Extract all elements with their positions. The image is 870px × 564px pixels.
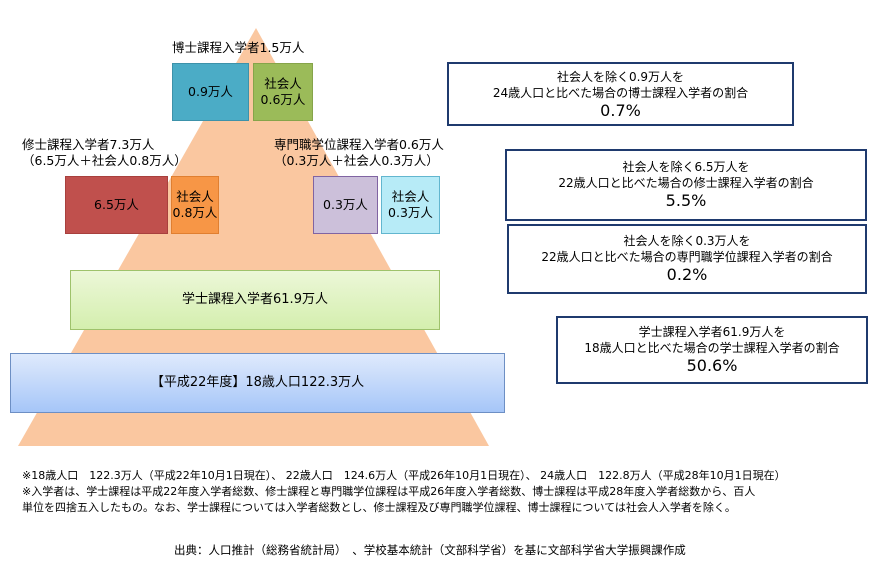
masters-title: 修士課程入学者7.3万人 （6.5万人＋社会人0.8万人） — [22, 137, 187, 169]
ratio-box-doctoral: 社会人を除く0.9万人を 24歳人口と比べた場合の博士課程入学者の割合 0.7% — [447, 62, 794, 126]
doctoral-working-value: 0.6万人 — [260, 92, 306, 107]
bachelor-block: 学士課程入学者61.9万人 — [70, 270, 440, 330]
ratio-percentage: 0.7% — [600, 101, 641, 120]
ratio-box-bachelor: 学士課程入学者61.9万人を 18歳人口と比べた場合の学士課程入学者の割合 50… — [556, 316, 868, 384]
source-credit: 出典：人口推計（総務省統計局） 、学校基本統計（文部科学省）を基に文部科学省大学… — [174, 543, 686, 557]
masters-working-block: 社会人 0.8万人 — [171, 176, 219, 234]
professional-title-line2: （0.3万人＋社会人0.3万人） — [274, 153, 439, 168]
professional-working-value: 0.3万人 — [388, 205, 433, 220]
footnote-line3: 単位を四捨五入したもの。なお、学士課程については入学者総数とし、修士課程及び専門… — [22, 501, 736, 514]
ratio-line1: 社会人を除く0.3万人を — [623, 234, 751, 248]
ratio-line2: 22歳人口と比べた場合の専門職学位課程入学者の割合 — [541, 250, 833, 264]
masters-working-value: 0.8万人 — [172, 205, 218, 220]
professional-main-block: 0.3万人 — [313, 176, 378, 234]
masters-main-value: 6.5万人 — [94, 197, 139, 212]
masters-title-line2: （6.5万人＋社会人0.8万人） — [22, 153, 187, 168]
masters-working-label: 社会人 — [176, 189, 214, 204]
ratio-box-professional: 社会人を除く0.3万人を 22歳人口と比べた場合の専門職学位課程入学者の割合 0… — [507, 224, 867, 294]
doctoral-main-block: 0.9万人 — [172, 63, 249, 121]
population-block: 【平成22年度】18歳人口122.3万人 — [10, 353, 505, 413]
professional-main-value: 0.3万人 — [323, 197, 368, 212]
masters-title-line1: 修士課程入学者7.3万人 — [22, 137, 155, 152]
professional-working-block: 社会人 0.3万人 — [381, 176, 440, 234]
ratio-percentage: 0.2% — [666, 265, 708, 284]
ratio-box-masters: 社会人を除く6.5万人を 22歳人口と比べた場合の修士課程入学者の割合 5.5% — [505, 149, 867, 221]
doctoral-main-value: 0.9万人 — [188, 84, 233, 99]
bachelor-label: 学士課程入学者61.9万人 — [182, 292, 328, 307]
professional-title: 専門職学位課程入学者0.6万人 （0.3万人＋社会人0.3万人） — [274, 137, 444, 169]
ratio-percentage: 5.5% — [665, 191, 707, 210]
ratio-line1: 社会人を除く6.5万人を — [622, 160, 750, 174]
doctoral-title: 博士課程入学者1.5万人 — [172, 40, 305, 55]
footnote-line2: ※入学者は、学士課程は平成22年度入学者総数、修士課程と専門職学位課程は平成26… — [22, 485, 756, 498]
population-label: 【平成22年度】18歳人口122.3万人 — [150, 375, 365, 390]
footnote-line1: ※18歳人口 122.3万人（平成22年10月1日現在）、 22歳人口 124.… — [22, 469, 786, 482]
ratio-line2: 18歳人口と比べた場合の学士課程入学者の割合 — [584, 341, 840, 355]
professional-title-line1: 専門職学位課程入学者0.6万人 — [274, 137, 444, 152]
masters-main-block: 6.5万人 — [65, 176, 168, 234]
ratio-percentage: 50.6% — [686, 356, 738, 375]
ratio-line1: 社会人を除く0.9万人を — [556, 70, 685, 84]
ratio-line2: 24歳人口と比べた場合の博士課程入学者の割合 — [492, 86, 749, 100]
ratio-line1: 学士課程入学者61.9万人を — [638, 325, 786, 339]
doctoral-working-block: 社会人 0.6万人 — [253, 63, 313, 121]
ratio-line2: 22歳人口と比べた場合の修士課程入学者の割合 — [558, 176, 814, 190]
professional-working-label: 社会人 — [391, 189, 430, 204]
doctoral-working-label: 社会人 — [264, 76, 302, 91]
footnotes: ※18歳人口 122.3万人（平成22年10月1日現在）、 22歳人口 124.… — [22, 468, 786, 516]
